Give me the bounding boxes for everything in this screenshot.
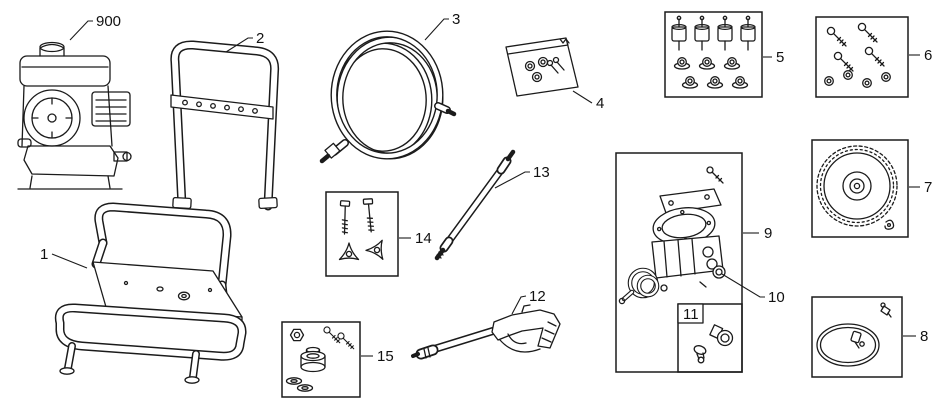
part-label-9: 9	[764, 225, 772, 242]
part-label-3: 3	[452, 11, 460, 28]
isolator-icon	[717, 15, 733, 51]
nut-icon	[706, 76, 724, 89]
nut-icon	[673, 57, 691, 70]
part-fitting-kit: 11	[677, 303, 743, 373]
bolt-icon	[857, 22, 878, 43]
part-label-5: 5	[776, 49, 784, 66]
handle-icon	[170, 40, 280, 211]
part-spray-gun: 12	[411, 288, 561, 360]
wand-icon	[434, 149, 516, 261]
hose-icon	[319, 30, 457, 164]
part-engine: 900	[17, 13, 132, 190]
kit-box-11	[677, 303, 743, 373]
part-label-12: 12	[529, 288, 546, 305]
pump-icon	[618, 166, 724, 305]
part-pump-assembly: 9 10 11	[615, 152, 785, 373]
washer-icon	[843, 70, 853, 80]
part-label-14: 14	[415, 230, 432, 247]
part-label-4: 4	[596, 95, 604, 112]
nut-icon	[731, 76, 749, 89]
o-ring-icon	[816, 302, 892, 367]
bolt-icon	[864, 46, 885, 67]
bolt-icon	[826, 26, 847, 47]
leader-line-10	[721, 273, 765, 298]
kit-box-7	[811, 139, 909, 238]
leader-line-12	[511, 295, 527, 315]
kit-box-15	[281, 321, 361, 398]
part-label-8: 8	[920, 328, 928, 345]
kit-box-8	[811, 296, 903, 378]
part-label-15: 15	[377, 348, 394, 365]
part-label-13: 13	[533, 164, 550, 181]
engine-icon	[17, 41, 132, 190]
part-wheel: 7	[811, 139, 932, 238]
kit-box-14	[325, 191, 399, 277]
part-frame: 1	[40, 202, 247, 384]
part-label-10: 10	[768, 289, 785, 306]
washer-icon	[824, 76, 834, 86]
leader-line-4	[572, 90, 593, 104]
bolt-icon	[362, 198, 375, 233]
frame-icon	[54, 202, 247, 384]
part-bag: 4	[505, 37, 604, 112]
hardware-bag-icon	[505, 37, 579, 97]
spray-gun-icon	[411, 304, 561, 360]
nut-icon	[681, 76, 699, 89]
leader-line-900	[69, 20, 93, 41]
wing-knob-icon	[365, 235, 392, 260]
isolator-icon	[694, 15, 710, 51]
leader-line-2	[225, 37, 253, 53]
leader-line-1	[51, 253, 88, 269]
label-box-11	[677, 303, 704, 324]
part-label-6: 6	[924, 47, 932, 64]
plug-icon	[693, 345, 707, 364]
part-knob-kit: 14	[325, 191, 432, 277]
washer-icon	[862, 78, 872, 88]
part-label-11: 11	[683, 306, 699, 323]
nut-icon	[723, 57, 741, 70]
part-label-900: 900	[96, 13, 121, 30]
part-label-7: 7	[924, 179, 932, 196]
part-mount-kit: 5	[664, 11, 784, 98]
part-hose: 3	[319, 11, 460, 164]
bolt-icon	[337, 200, 351, 235]
isolator-icon	[740, 15, 756, 51]
outlet-fitting-icon	[712, 265, 726, 279]
hose-adapter-icon	[709, 324, 734, 347]
part-handle: 2	[170, 30, 280, 211]
part-oring-kit: 8	[811, 296, 928, 378]
kit-box-5	[664, 11, 763, 98]
part-label-2: 2	[256, 30, 264, 47]
nut-icon	[698, 57, 716, 70]
part-label-1: 1	[40, 246, 48, 263]
seal-kit-icon	[285, 326, 355, 392]
wheel-icon	[816, 145, 898, 230]
leader-line-13	[494, 171, 530, 189]
part-seal-kit: 15	[281, 321, 394, 398]
kit-box-6	[815, 16, 909, 98]
isolator-icon	[671, 15, 687, 51]
part-wand: 13	[434, 149, 550, 261]
washer-icon	[881, 72, 891, 82]
bolt-icon	[833, 51, 854, 72]
wing-knob-icon	[338, 242, 360, 261]
part-bolt-kit: 6	[815, 16, 932, 98]
leader-line-3	[424, 18, 449, 41]
